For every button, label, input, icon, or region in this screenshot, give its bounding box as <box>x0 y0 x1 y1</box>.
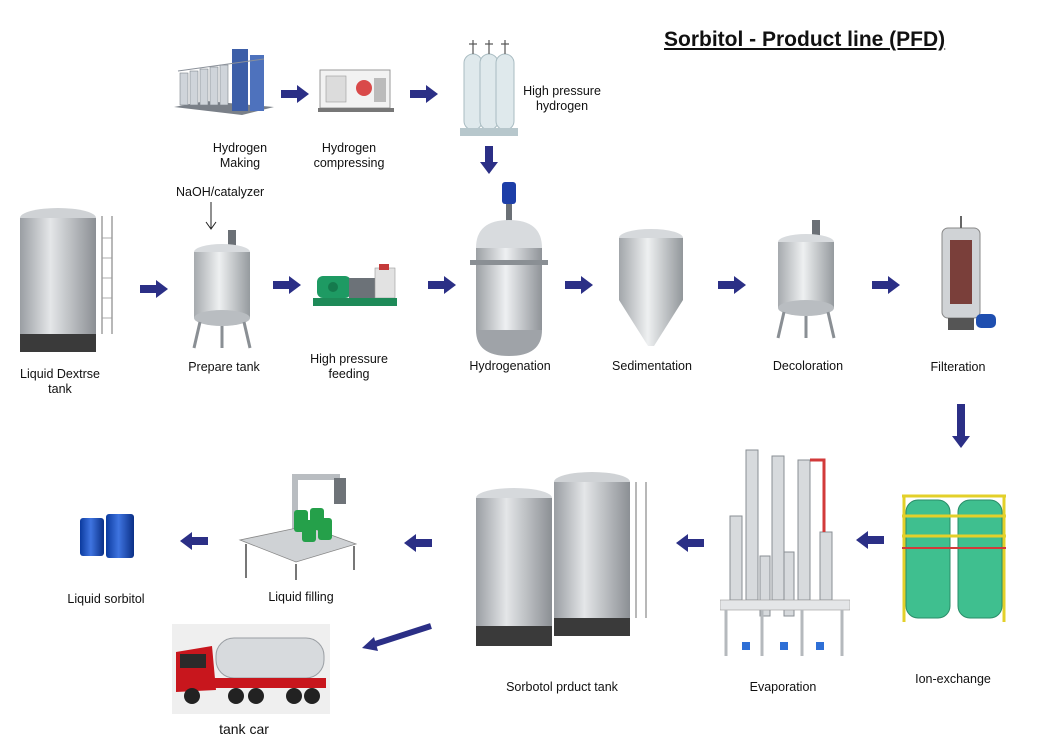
arrow-filter-down <box>952 404 970 448</box>
arrow-prepare-to-pump <box>273 276 301 294</box>
arrow-evaporation-to-product <box>676 534 704 552</box>
tank-car-truck <box>172 624 330 714</box>
diagram-title: Sorbitol - Product line (PFD) <box>664 28 946 51</box>
ion-exchange-columns <box>900 486 1010 626</box>
arrow-decoloration-to-filter <box>872 276 900 294</box>
product-storage-tanks <box>470 468 650 650</box>
arrow-ion-to-evaporation <box>856 531 884 549</box>
hydrogen-making-label: Hydrogen Making <box>212 141 268 170</box>
ion-exchange-label: Ion-exchange <box>915 672 991 686</box>
liquid-sorbitol-label: Liquid sorbitol <box>67 592 145 606</box>
high-pressure-feeding-label: High pressure feeding <box>310 352 388 381</box>
product-tank-label: Sorbotol prduct tank <box>506 680 618 694</box>
arrow-hydrogen-down <box>480 146 498 174</box>
arrow-dextrose-to-prepare <box>140 280 168 298</box>
arrow-product-to-filling <box>404 534 432 552</box>
liquid-filling-label: Liquid filling <box>268 590 334 604</box>
filter-unit <box>930 214 1000 344</box>
dextrose-storage-tank <box>16 198 116 358</box>
prepare-tank-label: Prepare tank <box>188 360 260 374</box>
sedimentation-tank <box>614 226 690 350</box>
evaporation-label: Evaporation <box>749 680 817 694</box>
prepare-tank <box>190 228 256 352</box>
sorbitol-drums <box>78 510 138 560</box>
arrow-filling-to-sorbitol <box>180 532 208 550</box>
hydrogen-making-plant <box>172 45 276 123</box>
hydrogenation-label: Hydrogenation <box>469 359 551 373</box>
naoh-catalyzer-label: NaOH/catalyzer <box>176 185 265 199</box>
arrow-compressing-to-storage <box>410 85 438 103</box>
naoh-down-arrow <box>204 202 218 232</box>
high-pressure-hydrogen-label: High pressure hydrogen <box>523 84 601 113</box>
liquid-dextrose-tank-label: Liquid Dextrse tank <box>20 367 100 396</box>
arrow-product-to-tank-car <box>362 623 432 651</box>
sedimentation-label: Sedimentation <box>612 359 692 373</box>
decoloration-label: Decoloration <box>772 359 844 373</box>
evaporator-unit <box>720 436 850 660</box>
tank-car-label: tank car <box>219 721 269 737</box>
filteration-label: Filteration <box>930 360 986 374</box>
high-pressure-pump <box>313 260 399 312</box>
hydrogenation-reactor <box>468 180 550 360</box>
arrow-pump-to-reactor <box>428 276 456 294</box>
hydrogen-compressor <box>318 66 396 114</box>
decoloration-tank <box>774 218 840 342</box>
liquid-filling-machine <box>236 470 368 582</box>
hydrogen-compressing-label: Hydrogen compressing <box>313 141 385 170</box>
hydrogen-cylinders <box>458 36 524 138</box>
arrow-reactor-to-sedimentation <box>565 276 593 294</box>
arrow-making-to-compressing <box>281 85 309 103</box>
arrow-sedimentation-to-decoloration <box>718 276 746 294</box>
